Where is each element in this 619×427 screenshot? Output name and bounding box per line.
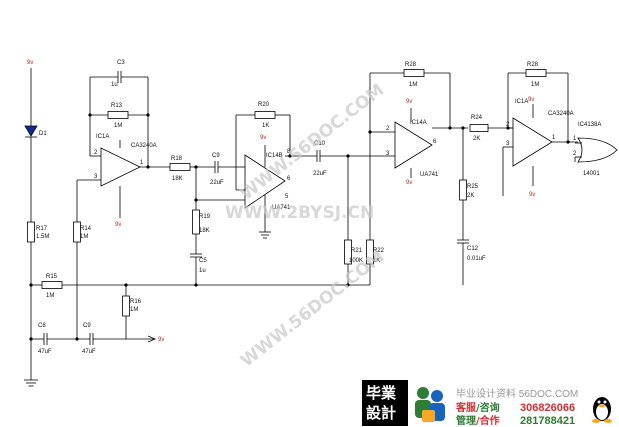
label-r13-value: 1M	[114, 123, 122, 129]
label-r16: R16	[130, 299, 142, 305]
label-r20: R20	[258, 102, 270, 108]
label-9v-ic14a-top: 9v	[406, 99, 412, 105]
label-c9: C9	[212, 153, 220, 159]
label-c5-value: 1u	[199, 268, 206, 274]
label-r25: R25	[467, 184, 479, 190]
label-r24-value: 2K	[473, 136, 480, 142]
label-9v-ic1a-bottom: 9v	[115, 222, 121, 228]
label-r22: R22	[373, 248, 385, 254]
label-r15: R15	[46, 274, 58, 280]
pin-1-ic1a: 1	[140, 160, 144, 166]
pin-3-ic14a: 3	[386, 151, 390, 157]
people-icon	[415, 387, 445, 422]
label-9v-ic1a2-bottom: 9v	[529, 192, 535, 198]
label-ic14b: IC14B	[266, 153, 283, 159]
pin-2-ic14a: 2	[386, 126, 390, 132]
label-c12: C12	[467, 246, 479, 252]
label-r20-value: 1K	[262, 123, 269, 129]
service-label: 客服/咨询	[455, 401, 500, 414]
label-ic1a: IC1A	[96, 134, 109, 140]
label-ca3240a: CA3240A	[131, 143, 157, 149]
service-label-red: 客服	[455, 401, 477, 414]
pin-2-ic1a-second: 2	[506, 122, 510, 128]
label-9v-bottom: 9v	[158, 337, 164, 343]
label-r25-value: 2K	[467, 193, 474, 199]
label-r17-value: 1.5M	[36, 234, 49, 240]
pin-1-gate: 1	[573, 136, 577, 142]
label-c9-bottom: C9	[83, 323, 91, 329]
pin-5-ic14b: 5	[285, 194, 289, 200]
pin-1-ic1a-second: 1	[552, 135, 556, 141]
label-c12-value: 0.01uF	[467, 256, 486, 262]
label-r28-first-value: 1M	[409, 82, 417, 88]
pin-3-ic1a-second: 3	[506, 141, 510, 147]
logo-text-bottom: 設計	[366, 404, 396, 422]
label-c10: C10	[314, 141, 326, 147]
label-ca3240a-second: CA3240A	[548, 111, 574, 117]
label-r28-second-value: 1M	[531, 82, 539, 88]
label-r18: R18	[171, 156, 183, 162]
manage-label: 管理/合作	[456, 414, 500, 427]
penguin-icon	[592, 397, 612, 423]
pin-3-ic1a: 3	[94, 174, 98, 180]
label-ua741: UA741	[272, 205, 291, 211]
watermark-2: WWW.2BYSJ.CN	[225, 203, 374, 223]
label-r13: R13	[111, 103, 123, 109]
label-r19: R19	[199, 214, 211, 220]
label-r14-value: 1M	[80, 234, 88, 240]
label-9v-ic1a2-top: 9v	[528, 97, 534, 103]
label-9v-ic14b-top: 9v	[260, 135, 266, 141]
label-r14: R14	[80, 226, 92, 232]
site-text: 毕业设计资料 56DOC.COM	[456, 387, 578, 400]
label-c8-value: 47uF	[38, 349, 52, 355]
pin-6-ic14b: 6	[287, 176, 291, 182]
label-9v-left: 9v	[27, 60, 33, 66]
label-c8: C8	[38, 323, 46, 329]
pin-8-ic14b: 8	[287, 149, 291, 155]
label-r21-value: 100K	[349, 258, 363, 264]
label-c9-value: 22uF	[210, 180, 224, 186]
label-c10-value: 22uF	[313, 171, 327, 177]
label-r28-second: R28	[527, 62, 539, 68]
label-c9-bottom-value: 47uF	[82, 349, 96, 355]
label-r18-value: 18K	[172, 176, 183, 182]
label-r15-value: 1M	[46, 293, 54, 299]
qq-number-1: 306826066	[520, 402, 575, 414]
label-r16-value: 1M	[130, 307, 138, 313]
watermark-1: WWW.56DOC.COM	[237, 80, 388, 204]
label-r17: R17	[36, 226, 48, 232]
label-ic1a-second: IC1A	[515, 99, 528, 105]
label-14001: 14001	[583, 171, 600, 177]
service-label-green: /咨询	[476, 401, 500, 414]
label-r24: R24	[471, 115, 483, 121]
footer-logo: 毕業 設計	[362, 380, 408, 426]
pin-2-gate: 2	[573, 151, 577, 157]
label-c3-value: 1u	[111, 82, 118, 88]
label-r19-value: 18K	[199, 228, 210, 234]
label-c3: C3	[117, 60, 125, 66]
label-ic4138a: IC4138A	[578, 122, 601, 128]
label-9v-ic14a-bottom: 9v	[406, 180, 412, 186]
pin-6-ic14a: 6	[433, 139, 437, 145]
watermark-3: WWW.56DOC.COM	[237, 247, 388, 371]
label-r22-value: 1K	[373, 258, 380, 264]
label-r28-first: R28	[405, 62, 417, 68]
label-r21: R21	[351, 248, 363, 254]
label-ua741-second: UA741	[420, 172, 439, 178]
pin-2-ic1a: 2	[94, 150, 98, 156]
manage-label-green: 管理	[456, 414, 476, 427]
qq-number-2: 281788421	[520, 415, 575, 427]
label-d1: D1	[39, 131, 47, 137]
label-ic14a: IC14A	[410, 120, 427, 126]
label-c5: C5	[199, 258, 207, 264]
manage-label-red: /合作	[476, 414, 500, 427]
logo-text-top: 毕業	[366, 384, 397, 402]
